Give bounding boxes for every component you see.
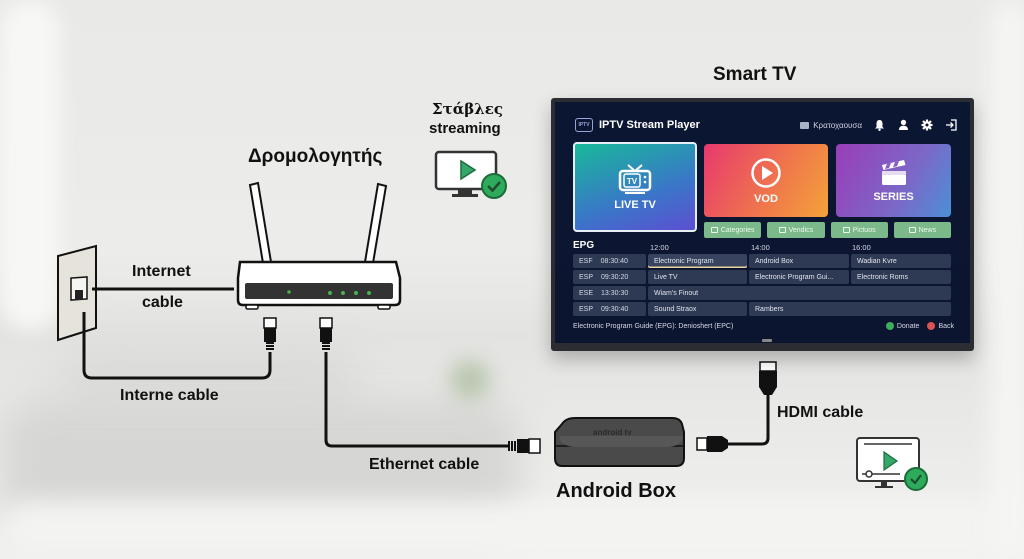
- gear-icon[interactable]: [920, 118, 934, 132]
- epg-info-text: Electronic Program Guide (EPG): Denioshe…: [573, 322, 734, 330]
- categories-button[interactable]: Categories: [704, 222, 762, 238]
- epg-program[interactable]: Wiam's Finout: [648, 286, 951, 300]
- tv-icon: TV: [618, 164, 652, 194]
- smart-tv-label: Smart TV: [713, 64, 797, 85]
- router-icon: [236, 181, 402, 310]
- back-button[interactable]: Back: [927, 322, 954, 330]
- epg-program[interactable]: Wadian Kvre: [851, 254, 951, 268]
- router-label: Δρομολογητής: [248, 146, 383, 167]
- video-player-check-icon: [856, 437, 928, 491]
- internet-cable-label-line1: Internet: [132, 263, 191, 280]
- wall-socket-icon: [57, 244, 97, 342]
- bell-icon[interactable]: [872, 118, 886, 132]
- app-title: IPTV Stream Player: [599, 119, 700, 131]
- play-circle-icon: [751, 157, 781, 188]
- user-avatar-icon: [800, 121, 810, 129]
- ethernet-plug-icon: [263, 317, 277, 350]
- grid-icon: [710, 227, 718, 233]
- stable-streaming-label-line2: streaming: [429, 120, 501, 137]
- interne-cable-label: Interne cable: [120, 387, 219, 404]
- background-window: [0, 0, 60, 330]
- picture-icon: [842, 227, 850, 233]
- epg-time-3: 16:00: [852, 243, 871, 252]
- tile-vod[interactable]: VOD: [704, 144, 828, 217]
- user-icon[interactable]: [896, 118, 910, 132]
- tile-live-tv[interactable]: TV LIVE TV: [573, 142, 697, 232]
- epg-time-1: 12:00: [650, 243, 669, 252]
- epg-title: EPG: [573, 240, 595, 251]
- clapperboard-icon: [881, 159, 906, 185]
- android-box-brand: android tv: [593, 428, 632, 437]
- android-box-label: Android Box: [556, 480, 676, 502]
- user-name: Κρατοχαουσα: [813, 120, 862, 130]
- red-dot-icon: [927, 322, 936, 330]
- smart-tv: IPTV IPTV Stream Player Κρατοχαουσα: [551, 98, 974, 351]
- background-right-wall: [990, 0, 1024, 559]
- app-header: IPTV IPTV Stream Player Κρατοχαουσα: [575, 114, 958, 136]
- ethernet-plug-icon: [508, 438, 541, 454]
- tv-small-icon: [778, 227, 786, 233]
- streaming-monitor-icon: [434, 150, 507, 199]
- epg-footer: Electronic Program Guide (EPG): Denioshe…: [573, 322, 954, 330]
- internet-cable-label-line2: cable: [142, 294, 183, 311]
- tile-series[interactable]: SERIES: [836, 144, 951, 217]
- logout-icon[interactable]: [944, 118, 958, 132]
- tile-series-label: SERIES: [873, 190, 914, 203]
- tv-screen: IPTV IPTV Stream Player Κρατοχαουσα: [555, 102, 970, 343]
- epg-time-2: 14:00: [751, 243, 770, 252]
- tile-vod-label: VOD: [754, 192, 778, 205]
- epg-program[interactable]: Electronic Roms: [851, 270, 951, 284]
- epg-program[interactable]: Android Box: [749, 254, 849, 268]
- epg-program[interactable]: Electronic Program: [648, 254, 747, 268]
- donate-button[interactable]: Donate: [885, 322, 919, 330]
- ethernet-cable-label: Ethernet cable: [369, 456, 480, 473]
- user-account[interactable]: Κρατοχαουσα: [800, 121, 862, 130]
- iptv-logo-icon: IPTV: [575, 118, 593, 132]
- android-box-icon: [554, 417, 685, 467]
- epg-program[interactable]: Rambers: [749, 302, 951, 316]
- ethernet-plug-icon: [319, 317, 333, 350]
- hdmi-plug-icon: [759, 361, 777, 395]
- tv-brand-logo: [762, 339, 772, 342]
- background-plant: [450, 360, 490, 400]
- news-button[interactable]: News: [893, 222, 951, 238]
- stable-streaming-label-line1: Στάβλες: [432, 100, 503, 118]
- vendics-button[interactable]: Vendics: [767, 222, 825, 238]
- pictuos-button[interactable]: Pictuos: [830, 222, 888, 238]
- tile-live-tv-label: LIVE TV: [614, 199, 656, 211]
- document-icon: [908, 227, 916, 233]
- green-dot-icon: [885, 322, 894, 330]
- hdmi-plug-icon: [696, 436, 728, 452]
- background-floor: [0, 500, 1024, 559]
- epg-program[interactable]: Electronic Program Gui...: [749, 270, 849, 284]
- epg-program[interactable]: Live TV: [648, 270, 747, 284]
- svg-text:TV: TV: [627, 177, 638, 186]
- sub-menu: Categories Vendics Pictuos News: [704, 222, 951, 238]
- hdmi-cable-label: HDMI cable: [777, 404, 864, 421]
- epg-program[interactable]: Sound Straox: [648, 302, 747, 316]
